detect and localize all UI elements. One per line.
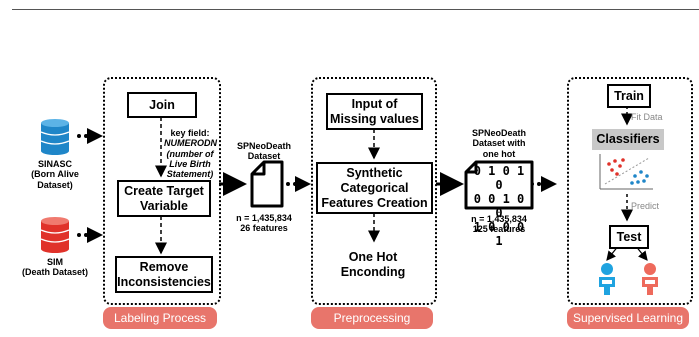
dataset-to-preprocessing-arrow: [286, 176, 311, 192]
labeling-stage: [103, 77, 221, 305]
train-box: Train: [607, 84, 651, 108]
preprocessing-pill: Preprocessing: [311, 307, 433, 329]
one-hot-matrix: 0 1 0 1 0 0 0 1 0 0 1 0 0 0 1: [467, 164, 531, 248]
sim-label: SIM (Death Dataset): [22, 257, 89, 278]
classifiers-box: Classifiers: [592, 129, 664, 150]
baby-red-icon: [642, 263, 658, 295]
scatter-plot-icon: [599, 154, 653, 190]
matrix-row: 0 0 1 0 0: [473, 192, 525, 220]
top-rule: [12, 9, 699, 10]
preprocessing-stage: [311, 77, 437, 305]
sinasc-arrow: [77, 128, 103, 144]
key-field-note: key field: NUMERODN (number of Live Birt…: [164, 128, 217, 180]
sinasc-database-icon: [40, 119, 70, 155]
labeling-process-pill: Labeling Process: [103, 307, 217, 329]
sim-database-icon: [40, 217, 70, 253]
test-box: Test: [609, 225, 649, 249]
predict-label: Predict: [631, 201, 660, 211]
dataset1-file-icon: [250, 160, 284, 208]
supervised-stage: [567, 77, 693, 305]
dataset2-file-icon: [464, 160, 534, 210]
supervised-learning-pill: Supervised Learning: [567, 307, 689, 329]
baby-blue-icon: [599, 263, 615, 295]
join-box: Join: [127, 92, 197, 118]
fit-data-label: Fit Data: [631, 112, 663, 122]
matrix-row: 1 0 0 0 1: [473, 220, 525, 248]
sinasc-label: SINASC (Born Alive Dataset): [31, 159, 79, 190]
matrix-row: 0 1 0 1 0: [473, 164, 525, 192]
sim-arrow: [77, 227, 103, 243]
